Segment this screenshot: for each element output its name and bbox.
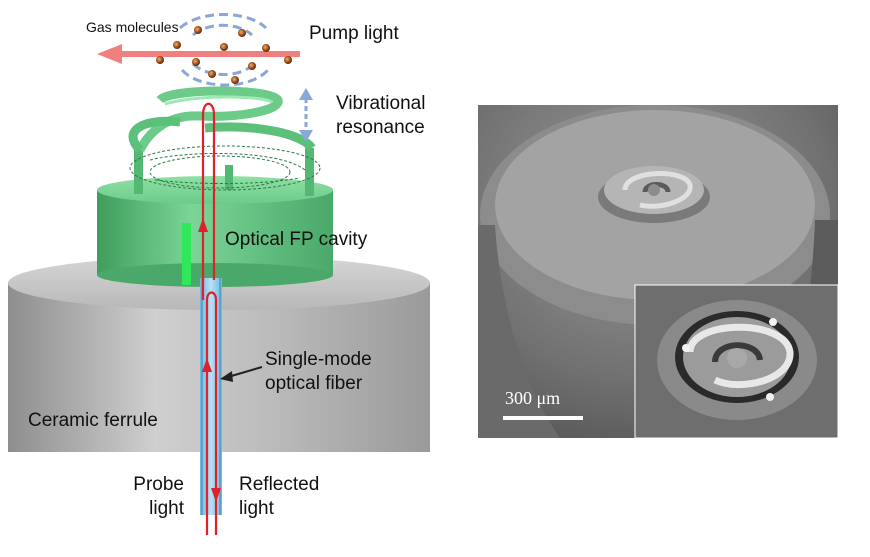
gas-molecules-dots [156,26,292,84]
probe-light-label-line2: light [149,498,184,519]
single-mode-label-line1: Single-mode [265,349,372,370]
cavity-gap [182,223,191,285]
reflected-light-label-line1: Reflected [239,474,320,495]
gas-molecules-label: Gas molecules [86,19,179,35]
fiber-pointer-arrow [220,366,263,382]
pump-light-arrow [97,44,300,64]
scale-label: 300 μm [505,388,561,408]
sem-image [478,105,839,439]
optical-fiber [200,278,222,515]
scale-bar [503,416,583,420]
pump-light-label: Pump light [309,23,399,44]
vibrational-resonance-label-line2: resonance [336,117,425,138]
vibration-arrow [299,88,313,142]
spiral-resonator [128,86,321,196]
optical-path [198,102,221,535]
probe-light-label-line1: Probe [133,474,184,495]
ceramic-ferrule-label: Ceramic ferrule [28,410,158,431]
single-mode-label-line2: optical fiber [265,373,363,394]
optical-fp-cavity-label: Optical FP cavity [225,229,368,250]
reflected-light-label-line2: light [239,498,274,519]
vibrational-resonance-label-line1: Vibrational [336,93,426,114]
